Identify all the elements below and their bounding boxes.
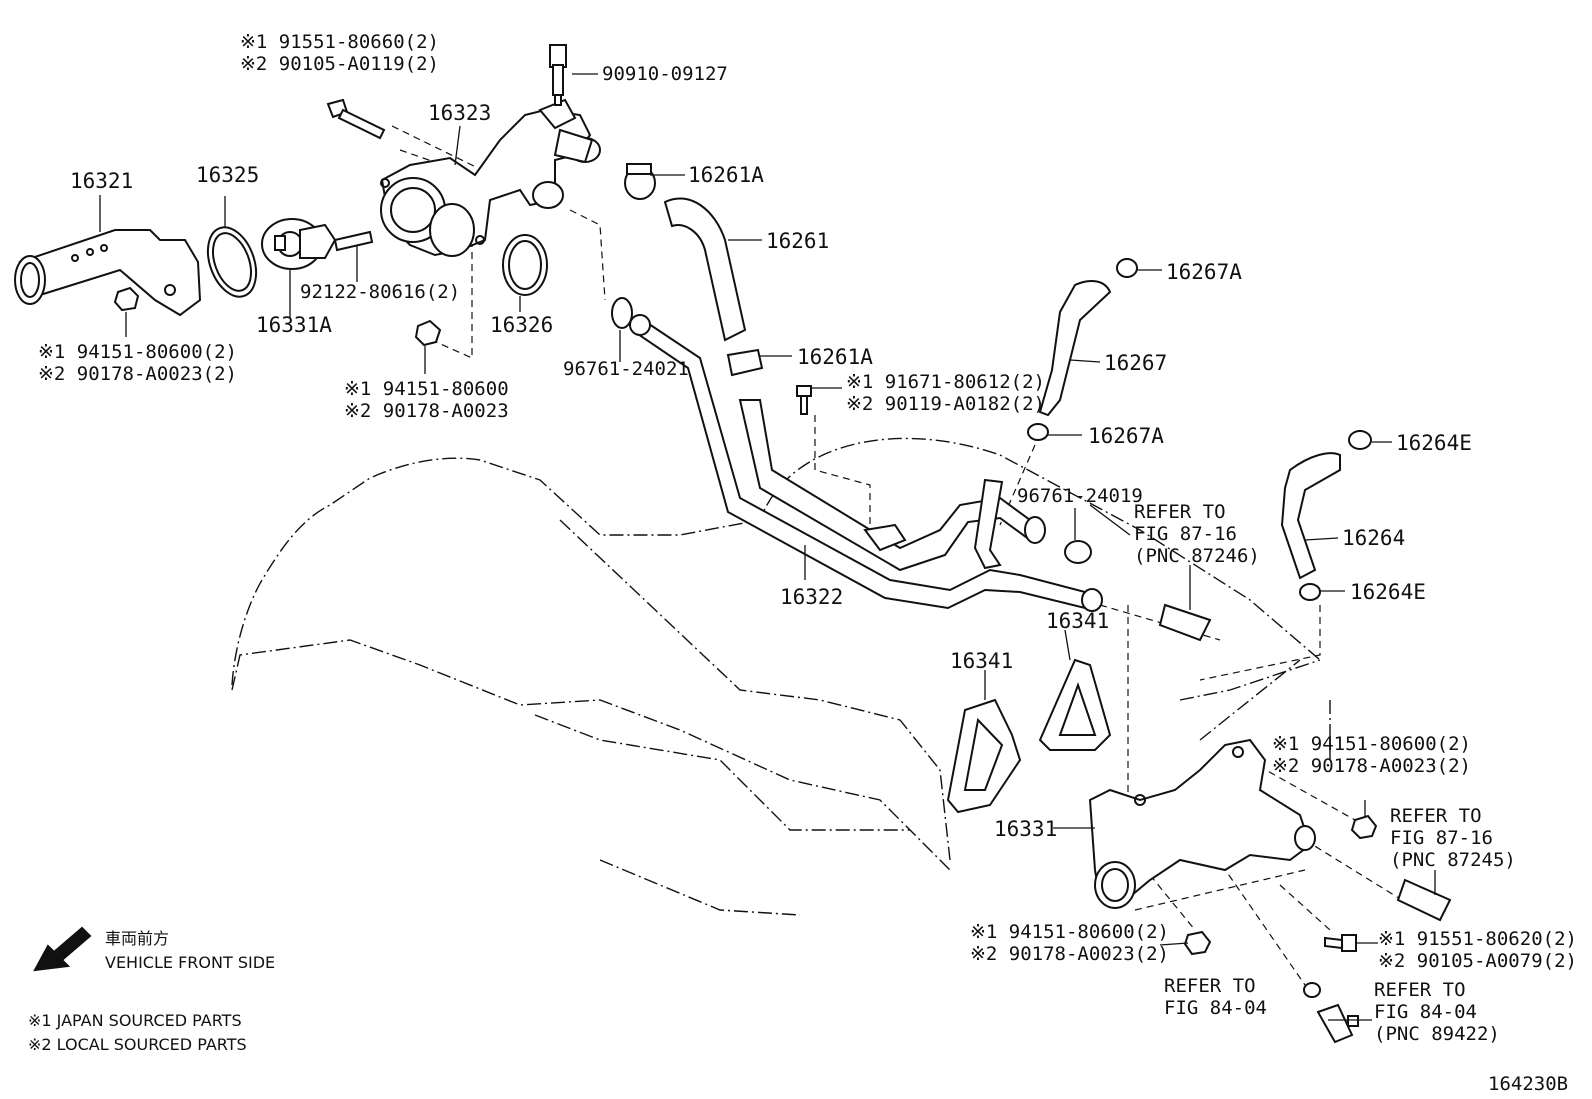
refer-89422-3: (PNC 89422) — [1374, 1023, 1500, 1045]
label-16264E-bottom: 16264E — [1350, 580, 1426, 604]
label-16261A-bottom: 16261A — [797, 345, 873, 369]
refer-87245-1: REFER TO — [1390, 805, 1482, 827]
part-16261A-clamp-bottom — [726, 348, 764, 377]
part-bolt-bottom — [1324, 934, 1357, 952]
callout-bolt-mid-1: ※1 91671-80612(2) — [846, 371, 1045, 393]
refer-89422-2: FIG 84-04 — [1374, 1001, 1477, 1023]
callout-bolt-top-1: ※1 91551-80660(2) — [240, 31, 439, 53]
callout-nut-left-2: ※2 90178-A0023(2) — [38, 363, 237, 385]
label-16322: 16322 — [780, 585, 843, 609]
part-16326-gasket — [502, 234, 548, 296]
part-labels: 16321 16325 16323 16331A 16326 16261A 16… — [70, 63, 1568, 1095]
label-16267A-top: 16267A — [1166, 260, 1242, 284]
label-92122-80616: 92122-80616(2) — [300, 281, 460, 303]
part-16267A-clamp-top — [1116, 258, 1138, 278]
label-16261A-top: 16261A — [688, 163, 764, 187]
refer-89422-1: REFER TO — [1374, 979, 1466, 1001]
part-16264E-clamp-bottom — [1299, 583, 1321, 601]
part-16323-housing — [380, 98, 601, 257]
part-96761-24019-oring — [1064, 540, 1092, 564]
part-96761-24021-oring — [611, 297, 633, 329]
front-side-en: VEHICLE FRONT SIDE — [105, 953, 275, 972]
label-16331: 16331 — [994, 817, 1057, 841]
refer-8404-a-1: REFER TO — [1164, 975, 1256, 997]
figure-number: 164230B — [1488, 1073, 1568, 1095]
part-16341-gasket-a — [946, 698, 1022, 814]
part-nut-right — [1350, 814, 1378, 840]
refer-8404-a-2: FIG 84-04 — [1164, 997, 1267, 1019]
callout-nut-bottom-1: ※1 94151-80600(2) — [970, 921, 1169, 943]
part-16325-gasket — [206, 226, 258, 298]
callout-nut-bottom-2: ※2 90178-A0023(2) — [970, 943, 1169, 965]
part-16267A-clamp-bottom — [1027, 423, 1049, 441]
part-washer-bottom — [1303, 982, 1321, 998]
label-16331A: 16331A — [256, 313, 332, 337]
label-90910-09127: 90910-09127 — [602, 63, 728, 85]
part-nut-left — [113, 286, 140, 312]
part-hose-ref-87245 — [1396, 878, 1452, 922]
part-16267-hose — [1038, 279, 1112, 417]
part-16331-water-outlet — [1088, 738, 1316, 909]
label-16326: 16326 — [490, 313, 553, 337]
part-16261-hose — [663, 197, 747, 342]
refer-87246-1: REFER TO — [1134, 501, 1226, 523]
callout-bolt-bottom-2: ※2 90105-A0079(2) — [1378, 950, 1577, 972]
part-sensor-89422 — [1316, 1003, 1359, 1044]
label-16267A-bottom: 16267A — [1088, 424, 1164, 448]
callout-bolt-bottom-1: ※1 91551-80620(2) — [1378, 928, 1577, 950]
part-bolt-mid — [796, 385, 812, 415]
refer-87245-2: FIG 87-16 — [1390, 827, 1493, 849]
part-16341-gasket-b — [1038, 658, 1112, 751]
part-bolt-top — [326, 98, 386, 140]
part-nut-mid — [414, 319, 442, 347]
callout-bolt-mid-2: ※2 90119-A0182(2) — [846, 393, 1045, 415]
callouts: ※1 91551-80660(2) ※2 90105-A0119(2) ※1 9… — [38, 31, 1577, 972]
refer-87246-3: (PNC 87246) — [1134, 545, 1260, 567]
refer-notes: REFER TO FIG 87-16 (PNC 87246) REFER TO … — [1134, 501, 1516, 1045]
part-16264E-clamp-top — [1348, 430, 1372, 450]
front-side-jp: 車両前方 — [105, 929, 169, 948]
label-96761-24021: 96761-24021 — [563, 358, 689, 380]
part-nut-bottom — [1183, 930, 1212, 956]
part-16261A-clamp-top — [624, 163, 656, 200]
callout-bolt-top-2: ※2 90105-A0119(2) — [240, 53, 439, 75]
part-92122-stud — [333, 230, 374, 252]
callout-nut-right-1: ※1 94151-80600(2) — [1272, 733, 1471, 755]
callout-nut-mid-2: ※2 90178-A0023 — [344, 400, 509, 422]
part-hose-ref-87246 — [1158, 603, 1212, 642]
label-16264E-top: 16264E — [1396, 431, 1472, 455]
part-90910-sensor — [549, 44, 567, 106]
label-16323: 16323 — [428, 101, 491, 125]
vehicle-front-arrow-icon — [33, 926, 92, 972]
part-16322-water-pipe — [629, 314, 1103, 612]
label-16341-b: 16341 — [950, 649, 1013, 673]
callout-nut-right-2: ※2 90178-A0023(2) — [1272, 755, 1471, 777]
part-16321-inlet-pipe — [14, 229, 202, 317]
callout-nut-left-1: ※1 94151-80600(2) — [38, 341, 237, 363]
engine-outline — [231, 437, 1331, 916]
label-16267: 16267 — [1104, 351, 1167, 375]
label-16264: 16264 — [1342, 526, 1405, 550]
part-16264-hose — [1280, 452, 1341, 580]
legend: 車両前方 VEHICLE FRONT SIDE ※1 JAPAN SOURCED… — [28, 929, 275, 1054]
label-96761-24019: 96761-24019 — [1017, 485, 1143, 507]
label-16325: 16325 — [196, 163, 259, 187]
label-16261: 16261 — [766, 229, 829, 253]
japan-sourced-note: ※1 JAPAN SOURCED PARTS — [28, 1011, 242, 1030]
label-16341-a: 16341 — [1046, 609, 1109, 633]
leader-lines — [99, 73, 1436, 1021]
part-16331A-thermostat — [261, 218, 337, 270]
local-sourced-note: ※2 LOCAL SOURCED PARTS — [28, 1035, 247, 1054]
callout-nut-mid-1: ※1 94151-80600 — [344, 378, 509, 400]
refer-87245-3: (PNC 87245) — [1390, 849, 1516, 871]
label-16321: 16321 — [70, 169, 133, 193]
refer-87246-2: FIG 87-16 — [1134, 523, 1237, 545]
